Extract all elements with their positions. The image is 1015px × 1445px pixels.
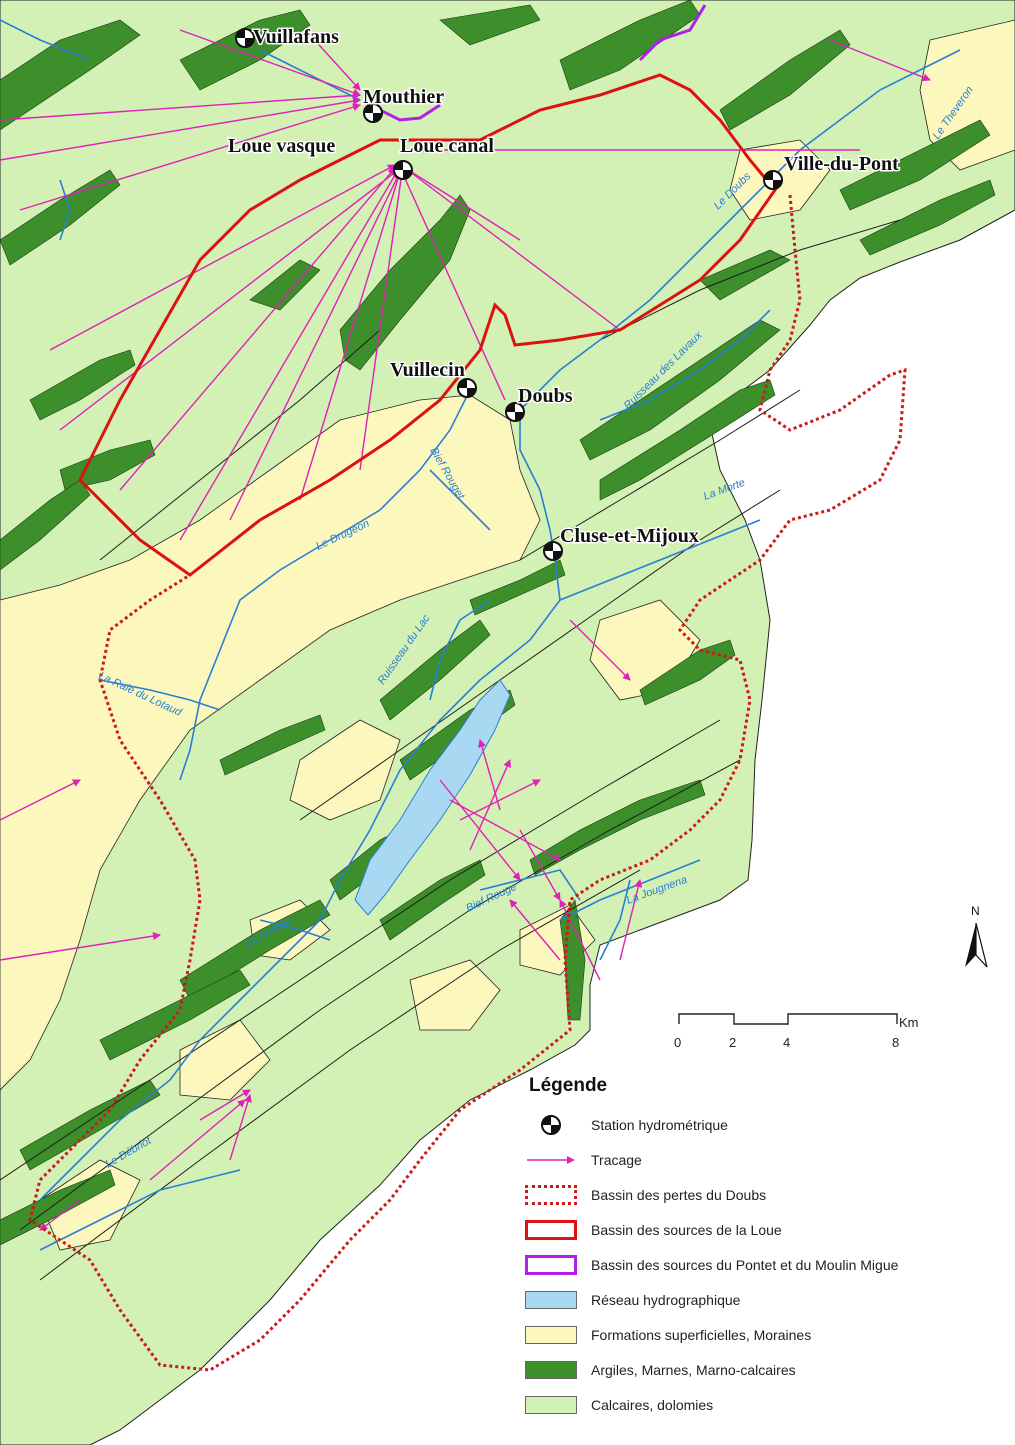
contact-lines (0, 219, 901, 1281)
station-icon (457, 378, 477, 398)
bassin-pertes-doubs (28, 194, 907, 1372)
station-label-loue-canal: Loue canal (400, 135, 494, 157)
legend-label: Tracage (591, 1151, 642, 1168)
legend-item-sources-loue: Bassin des sources de la Loue (525, 1212, 1015, 1247)
station-icon (235, 28, 255, 48)
station-icon (543, 541, 563, 561)
dotted-outline-swatch (525, 1184, 577, 1205)
rivers (0, 19, 961, 1251)
station-icon (763, 170, 783, 190)
tracage-arrows (0, 29, 931, 1231)
legend-label: Station hydrométrique (591, 1116, 728, 1133)
blue-fill-swatch (525, 1290, 577, 1309)
purple-outline-swatch (525, 1254, 577, 1275)
station-markers (235, 28, 783, 561)
legend-item-tracage: Tracage (525, 1142, 1015, 1177)
legend-item-formations: Formations superficielles, Moraines (525, 1317, 1015, 1352)
station-icon (505, 402, 525, 422)
station-labels: Vuillafans Mouthier Loue vasque Loue can… (227, 25, 901, 549)
bassin-pontet-north (638, 4, 707, 62)
legend-item-station: Station hydrométrique (525, 1107, 1015, 1142)
station-label-vuillafans: Vuillafans (253, 26, 339, 48)
red-outline-swatch (525, 1219, 577, 1240)
legend-label: Bassin des pertes du Doubs (591, 1186, 767, 1203)
scale-tick: 8 (892, 1035, 899, 1050)
legend-item-pertes-doubs: Bassin des pertes du Doubs (525, 1177, 1015, 1212)
legend: Légende Station hydrométrique Tracage Ba… (525, 1075, 1015, 1422)
bassin-pontet (379, 103, 441, 122)
legend-item-pontet: Bassin des sources du Pontet et du Mouli… (525, 1247, 1015, 1282)
scale-tick: 0 (674, 1035, 681, 1050)
yellow-fill-swatch (525, 1325, 577, 1344)
legend-label: Bassin des sources de la Loue (591, 1221, 782, 1238)
legend-label: Calcaires, dolomies (591, 1396, 714, 1413)
scale-unit: Km (899, 1015, 919, 1030)
legend-item-calcaires: Calcaires, dolomies (525, 1387, 1015, 1422)
legend-title: Légende (529, 1075, 608, 1096)
station-label-vuillecin: Vuillecin (390, 359, 465, 381)
north-label: N (971, 904, 980, 918)
lightgreen-fill-swatch (525, 1395, 577, 1414)
legend-label: Formations superficielles, Moraines (591, 1326, 812, 1343)
legend-item-reseau: Réseau hydrographique (525, 1282, 1015, 1317)
station-icon (393, 160, 413, 180)
bassin-sources-loue (78, 73, 777, 577)
legend-label: Réseau hydrographique (591, 1291, 741, 1308)
station-label-ville-du-pont: Ville-du-Pont (784, 153, 899, 175)
legend-label: Argiles, Marnes, Marno-calcaires (591, 1361, 796, 1378)
lake (354, 679, 511, 916)
station-icon (363, 103, 383, 123)
station-label-loue-vasque: Loue vasque (228, 135, 335, 157)
scale-tick: 4 (783, 1035, 790, 1050)
station-label-mouthier: Mouthier (363, 86, 444, 108)
green-fill-swatch (525, 1360, 577, 1379)
scale-bar: 0 2 4 8 Km (674, 1013, 919, 1050)
north-arrow-icon: N (965, 904, 988, 968)
scale-tick: 2 (729, 1035, 736, 1050)
arrow-icon (525, 1149, 577, 1171)
station-icon (525, 1114, 577, 1136)
station-label-doubs: Doubs (518, 385, 573, 407)
station-label-cluse-et-mijoux: Cluse-et-Mijoux (560, 525, 699, 547)
legend-label: Bassin des sources du Pontet et du Mouli… (591, 1256, 899, 1273)
legend-item-argiles: Argiles, Marnes, Marno-calcaires (525, 1352, 1015, 1387)
